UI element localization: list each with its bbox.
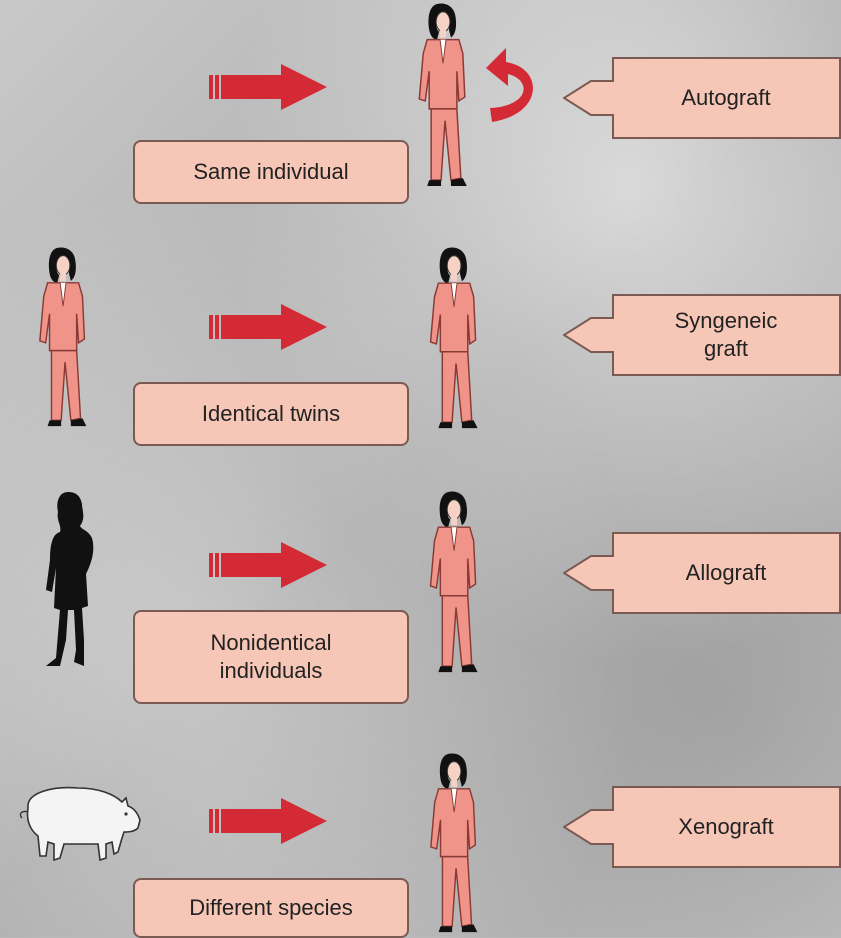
recipient-figure-3	[421, 490, 493, 676]
graft-type-tag-xenograft: Xenograft	[563, 786, 841, 868]
donor-pig-icon	[14, 778, 144, 868]
donor-silhouette-woman	[36, 490, 106, 668]
curved-return-arrow-icon	[484, 34, 550, 130]
graft-type-label: Syngeneic graft	[611, 294, 841, 376]
recipient-figure-4	[421, 752, 493, 936]
graft-type-tag-allograft: Allograft	[563, 532, 841, 614]
graft-type-label: Xenograft	[611, 786, 841, 868]
transfer-arrow-2	[208, 302, 330, 352]
transfer-arrow-1	[208, 62, 330, 112]
source-label-nonidentical-individuals: Nonidentical individuals	[133, 610, 409, 704]
donor-figure-twin	[28, 246, 104, 430]
graft-type-tag-syngeneic: Syngeneic graft	[563, 294, 841, 376]
source-label-identical-twins: Identical twins	[133, 382, 409, 446]
source-label-different-species: Different species	[133, 878, 409, 938]
recipient-figure-2	[421, 246, 493, 432]
transfer-arrow-4	[208, 796, 330, 846]
source-label-same-individual: Same individual	[133, 140, 409, 204]
transfer-arrow-3	[208, 540, 330, 590]
recipient-figure-1	[411, 2, 481, 190]
graft-type-tag-autograft: Autograft	[563, 57, 841, 139]
graft-type-label: Allograft	[611, 532, 841, 614]
graft-type-label: Autograft	[611, 57, 841, 139]
